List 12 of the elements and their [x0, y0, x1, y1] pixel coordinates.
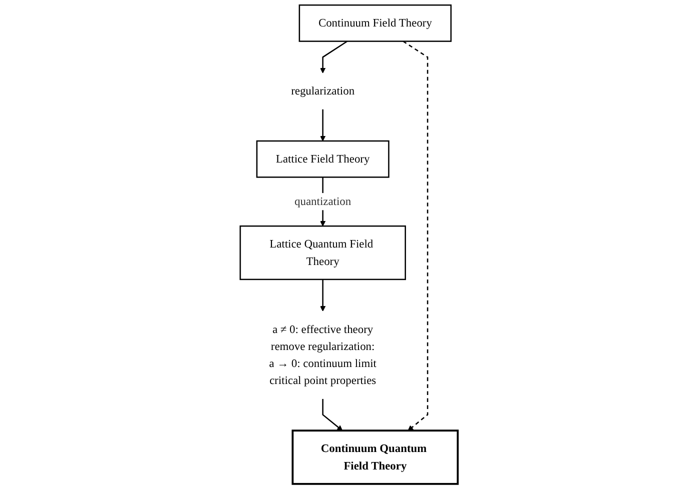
arrow: [402, 40, 428, 431]
arrow: [320, 40, 348, 74]
arrow: [322, 398, 343, 431]
node-box: Lattice Quantum Field Theory: [240, 225, 406, 280]
node-text: a ≠ 0: effective theory remove regularization: a → 0: continuum limit critical point properties: [269, 322, 376, 387]
arrow: [320, 279, 326, 312]
node-box: Continuum Quantum Field Theory: [292, 430, 459, 485]
node-box: Continuum Field Theory: [298, 4, 452, 42]
node-box: Lattice Field Theory: [256, 140, 390, 178]
node-text: regularization: [291, 84, 355, 98]
edge-label: quantization: [294, 194, 352, 208]
arrow: [320, 109, 326, 142]
